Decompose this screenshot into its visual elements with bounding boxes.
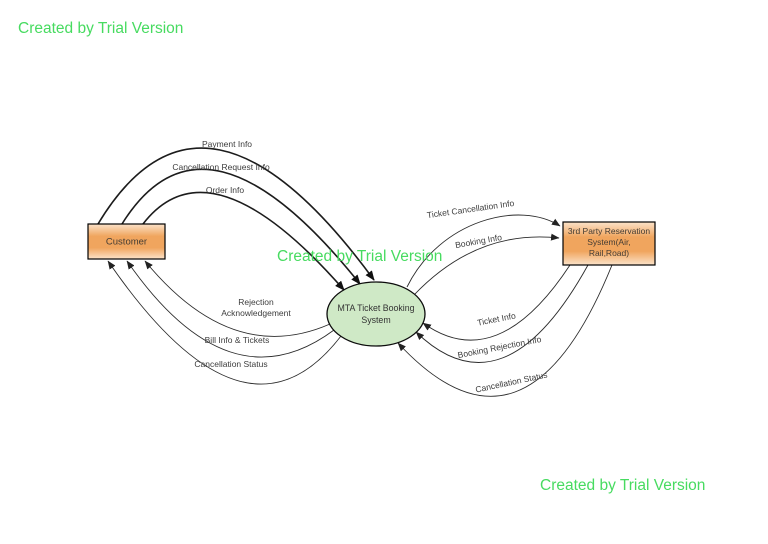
flow-cancellation-request-arrow: [121, 168, 361, 285]
flow-cancellation-request-label: Cancellation Request Info: [172, 162, 270, 172]
flow-ticket-info-label: Ticket Info: [476, 310, 516, 327]
flow-bill-info-tickets-label: Bill Info & Tickets: [205, 335, 270, 345]
watermark-center: Created by Trial Version: [277, 248, 442, 265]
flow-cancellation-status-left-arrow: [107, 260, 342, 385]
flow-ticket-cancellation-info-arrow: [406, 214, 561, 288]
flow-order-info-arrow: [142, 191, 345, 291]
entity-third-party-box: [562, 221, 656, 266]
entity-customer-label: Customer: [106, 237, 147, 248]
flow-booking-info-label: Booking Info: [454, 232, 503, 250]
process-label-line1: MTA Ticket Booking: [337, 303, 414, 313]
flow-order-info-label: Order Info: [206, 185, 245, 195]
flow-payment-info-label: Payment Info: [202, 139, 252, 149]
flow-payment-info-arrow: [97, 147, 375, 281]
entity-customer-box: [87, 223, 166, 260]
flow-booking-info-arrow: [413, 233, 560, 296]
process-label-line2: System: [361, 315, 390, 325]
entity-third-party-label-line3: Rail,Road): [589, 248, 629, 258]
entity-third-party-label-line1: 3rd Party Reservation: [568, 226, 650, 236]
flow-ticket-info-arrow: [422, 264, 571, 341]
flow-cancellation-status-right-label: Cancellation Status: [475, 370, 549, 395]
flow-rejection-acknowledgement-arrow: [144, 260, 331, 337]
process-mta-ticket-booking-ellipse: [326, 281, 426, 347]
flow-booking-rejection-info-label: Booking Rejection Info: [457, 334, 543, 360]
flow-rejection-acknowledgement-label-line1: Rejection: [238, 297, 274, 307]
flow-cancellation-status-left-label: Cancellation Status: [194, 359, 267, 369]
flow-bill-info-tickets-arrow: [126, 260, 335, 358]
flow-cancellation-status-right-arrow: [397, 264, 613, 397]
entity-third-party-label-line2: System(Air,: [587, 237, 630, 247]
watermark-bottom-right: Created by Trial Version: [540, 477, 705, 494]
flow-rejection-acknowledgement-label-line2: Acknowledgement: [221, 308, 291, 318]
flow-booking-rejection-info-arrow: [415, 264, 589, 363]
flow-ticket-cancellation-info-label: Ticket Cancellation Info: [426, 198, 515, 220]
watermark-top-left: Created by Trial Version: [18, 20, 183, 37]
